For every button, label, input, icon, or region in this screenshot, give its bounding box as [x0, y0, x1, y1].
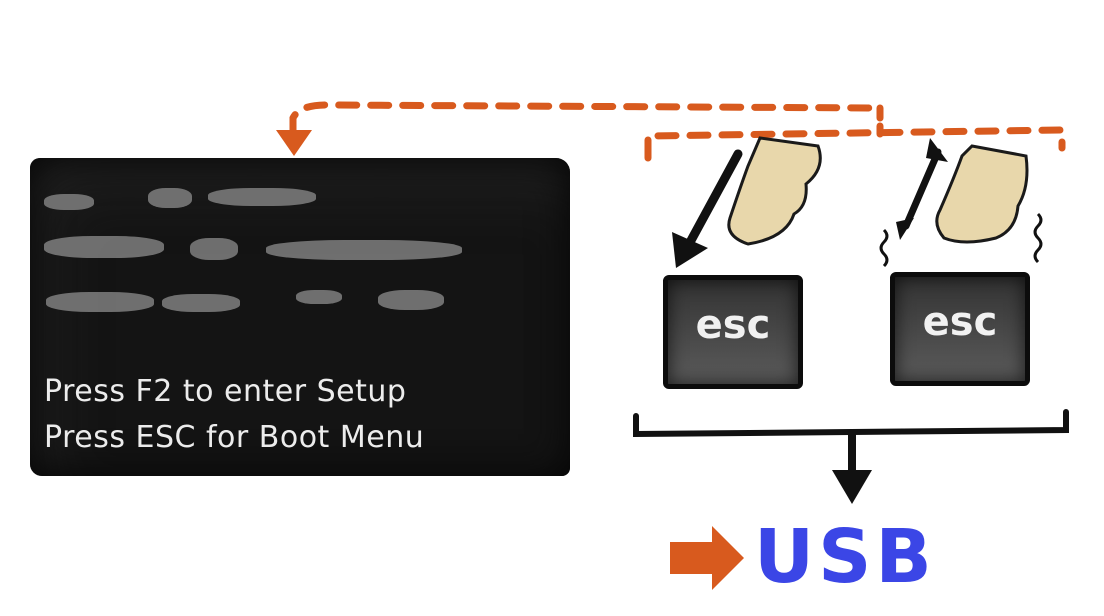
- vibration-lines-right: [1033, 212, 1043, 264]
- finger-icon: [935, 144, 1029, 244]
- blurred-text: [46, 292, 154, 312]
- blurred-text: [44, 194, 94, 210]
- blurred-text: [208, 188, 316, 206]
- esc-key-label: esc: [922, 299, 998, 345]
- esc-key-repeat: esc: [890, 272, 1030, 386]
- press-down-arrowhead: [672, 232, 708, 268]
- orange-dashed-return-path: [289, 101, 884, 136]
- blurred-text: [148, 188, 192, 208]
- blurred-text: [296, 290, 342, 304]
- esc-key-press: esc: [663, 275, 803, 389]
- blurred-text: [44, 236, 164, 258]
- press-repeat-arrow-icon: [902, 148, 942, 230]
- bios-boot-menu-instruction: Press ESC for Boot Menu: [44, 420, 425, 455]
- press-down-arrow-icon: [683, 149, 743, 251]
- blurred-text: [266, 240, 462, 260]
- bracket: [633, 409, 1069, 438]
- blurred-text: [162, 294, 240, 312]
- bios-setup-instruction: Press F2 to enter Setup: [44, 374, 407, 409]
- finger-icon: [727, 136, 822, 246]
- vibration-lines-left: [879, 228, 889, 268]
- orange-arrow-right-icon: [670, 526, 744, 590]
- repeat-arrowhead-up: [926, 138, 948, 162]
- orange-arrowhead-down: [276, 130, 312, 156]
- repeat-arrowhead-down: [896, 218, 914, 240]
- blurred-text: [378, 290, 444, 310]
- usb-target-label: USB: [754, 514, 936, 600]
- blurred-text: [190, 238, 238, 260]
- esc-key-label: esc: [695, 302, 771, 348]
- bracket-down-arrowhead: [832, 470, 872, 504]
- orange-dashed-top-path: [644, 126, 1066, 162]
- bios-screen: Press F2 to enter Setup Press ESC for Bo…: [30, 158, 570, 476]
